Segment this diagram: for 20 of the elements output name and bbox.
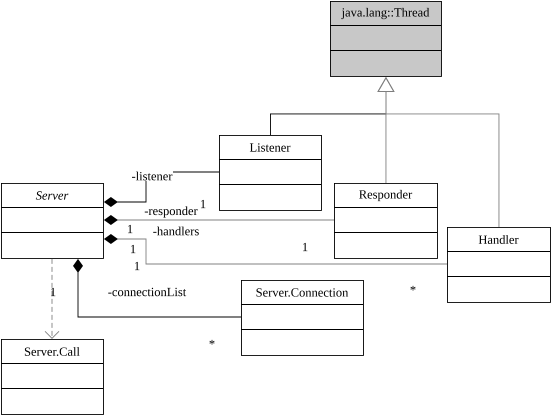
class-box: Handler <box>446 227 551 303</box>
edge-label: -listener <box>131 171 173 181</box>
dependency-arrow <box>44 258 60 339</box>
multiplicity-label: 1 <box>128 224 132 234</box>
edge-label: -responder <box>144 206 198 218</box>
class-box: Server <box>0 183 104 259</box>
multiplicity-label: * <box>410 286 416 290</box>
multiplicity-label: 1 <box>134 262 140 270</box>
class-box: Server.Call <box>0 339 104 415</box>
multiplicity-label: 1 <box>200 200 206 208</box>
class-box: Server.Connection <box>240 280 364 356</box>
multiplicity-label: * <box>210 340 215 344</box>
multiplicity-label: 1 <box>302 242 308 252</box>
class-box: Responder <box>334 183 438 259</box>
class-box: java.lang::Thread <box>330 1 442 77</box>
multiplicity-label: 1 <box>130 244 136 254</box>
edge-label: -connectionList <box>107 287 187 297</box>
class-box: Listener <box>218 135 322 211</box>
edge-label: -handlers <box>152 226 200 236</box>
multiplicity-label: 1 <box>50 288 56 296</box>
